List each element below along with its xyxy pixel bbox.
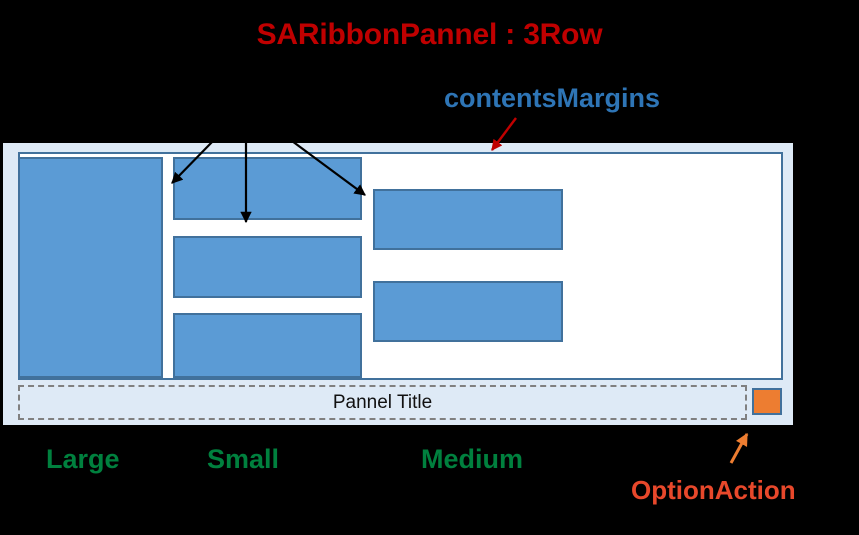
legend-label-small: Small bbox=[207, 444, 280, 474]
pannel-title-label: Pannel Title bbox=[332, 392, 433, 413]
page-title: SARibbonPannel : 3Row bbox=[256, 18, 603, 51]
legend-label-large: Large bbox=[46, 444, 120, 474]
small-button-row-1[interactable] bbox=[173, 157, 362, 220]
pannel-title-bar bbox=[18, 385, 747, 420]
arrow-option-action bbox=[729, 432, 749, 464]
large-button[interactable] bbox=[18, 157, 163, 378]
contents-margins-label: contentsMargins bbox=[443, 83, 661, 113]
small-button-row-3[interactable] bbox=[173, 313, 362, 378]
small-button-row-2[interactable] bbox=[173, 236, 362, 298]
option-action-label: OptionAction bbox=[631, 475, 796, 505]
option-action-button[interactable] bbox=[752, 388, 782, 415]
medium-button-row-2[interactable] bbox=[373, 281, 563, 342]
legend-label-medium: Medium bbox=[421, 444, 524, 474]
medium-button-row-1[interactable] bbox=[373, 189, 563, 250]
